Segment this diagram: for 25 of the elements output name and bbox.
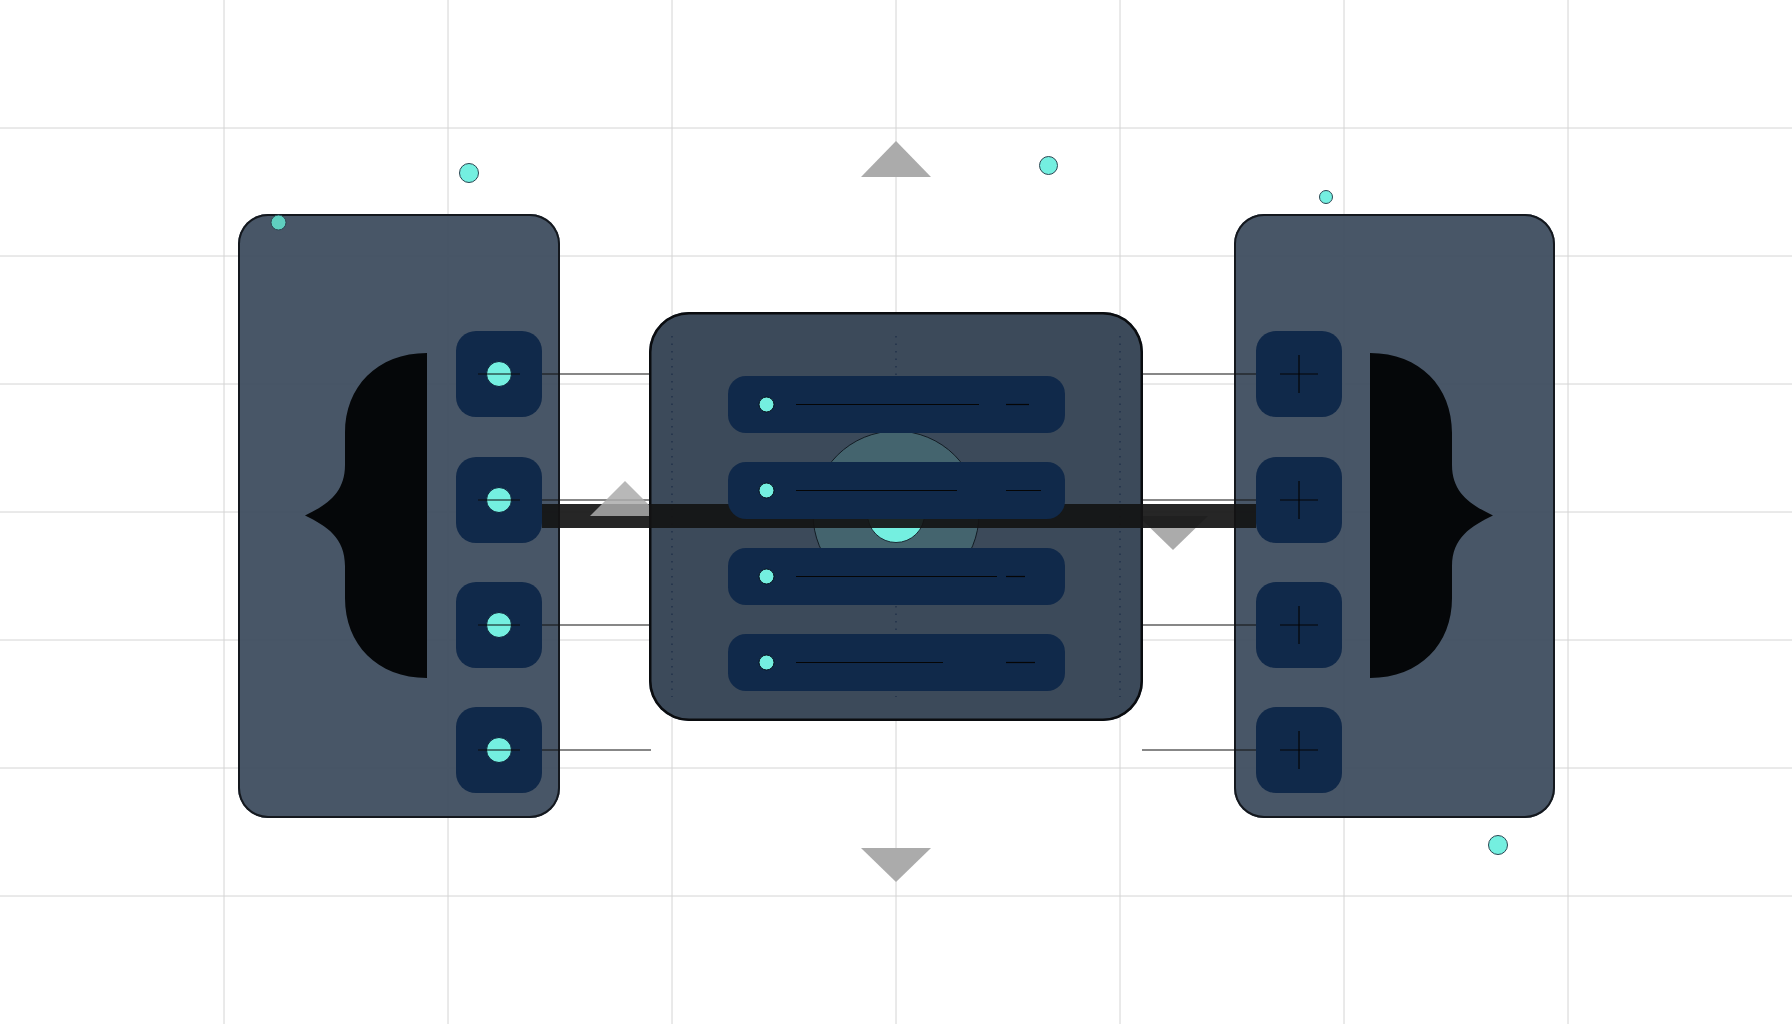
icon-tile xyxy=(456,331,542,417)
icon-tile xyxy=(456,707,542,793)
brace-shape xyxy=(1370,353,1493,678)
brace-shape xyxy=(305,353,427,678)
connector-line xyxy=(1142,499,1257,501)
icon-tile xyxy=(456,457,542,543)
connector-line xyxy=(541,624,650,626)
connector-line xyxy=(541,373,650,375)
side-panel xyxy=(238,214,560,818)
connector-bar xyxy=(542,504,1256,528)
list-row xyxy=(728,548,1065,605)
icon-tile xyxy=(1256,582,1342,668)
list-row xyxy=(728,462,1065,519)
icon-tile xyxy=(1256,707,1342,793)
side-panel xyxy=(1234,214,1555,818)
connector-line xyxy=(1142,373,1257,375)
connector-line xyxy=(1141,749,1257,751)
list-row xyxy=(728,634,1065,691)
icon-tile xyxy=(456,582,542,668)
connector-line xyxy=(541,749,652,751)
center-panel xyxy=(649,312,1143,721)
icon-tile xyxy=(1256,457,1342,543)
icon-tile xyxy=(1256,331,1342,417)
connector-line xyxy=(1142,624,1257,626)
list-row xyxy=(728,376,1065,433)
